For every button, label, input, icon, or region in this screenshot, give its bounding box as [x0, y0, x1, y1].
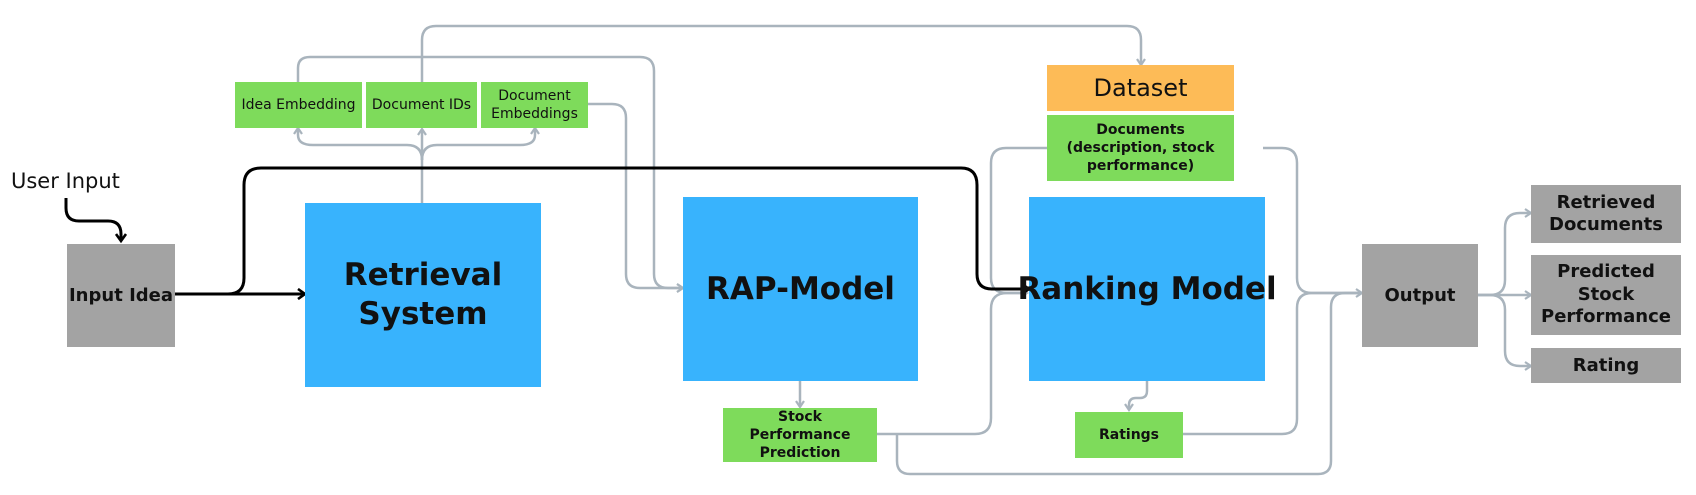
retrieval-system-box: Retrieval System	[305, 203, 541, 387]
documents-to-ranking-connector	[989, 146, 1047, 295]
idea-embedding-box: Idea Embedding	[235, 82, 362, 128]
stock-performance-prediction-box: Stock Performance Prediction	[723, 408, 877, 462]
predicted-stock-performance-box: Predicted Stock Performance	[1531, 255, 1681, 335]
ids-to-dataset-connector	[420, 24, 1146, 82]
document-embeddings-box: Document Embeddings	[481, 82, 588, 128]
input-idea-box: Input Idea	[67, 244, 175, 347]
user-input-arrow	[64, 198, 121, 241]
retrieved-documents-box: Retrieved Documents	[1531, 185, 1681, 243]
documents-to-output-connector	[1263, 146, 1364, 298]
ratings-to-output-connector	[1183, 291, 1362, 436]
ranking-to-ratings-connector	[1124, 381, 1149, 412]
documents-box: Documents (description, stock performanc…	[1047, 115, 1234, 181]
output-to-results-connector	[1478, 208, 1533, 297]
user-input-label: User Input	[11, 169, 120, 193]
input-to-ranking-arrow	[175, 166, 1029, 296]
output-box: Output	[1362, 244, 1478, 347]
ratings-box: Ratings	[1075, 412, 1183, 458]
rating-box: Rating	[1531, 348, 1681, 383]
embedding-to-rap-connector	[296, 55, 685, 293]
ranking-model-box: Ranking Model	[1017, 197, 1277, 381]
rap-model-box: RAP-Model	[683, 197, 918, 381]
prediction-to-ranking-connector	[877, 288, 1029, 436]
dataset-box: Dataset	[1047, 65, 1234, 111]
document-ids-box: Document IDs	[366, 82, 477, 128]
